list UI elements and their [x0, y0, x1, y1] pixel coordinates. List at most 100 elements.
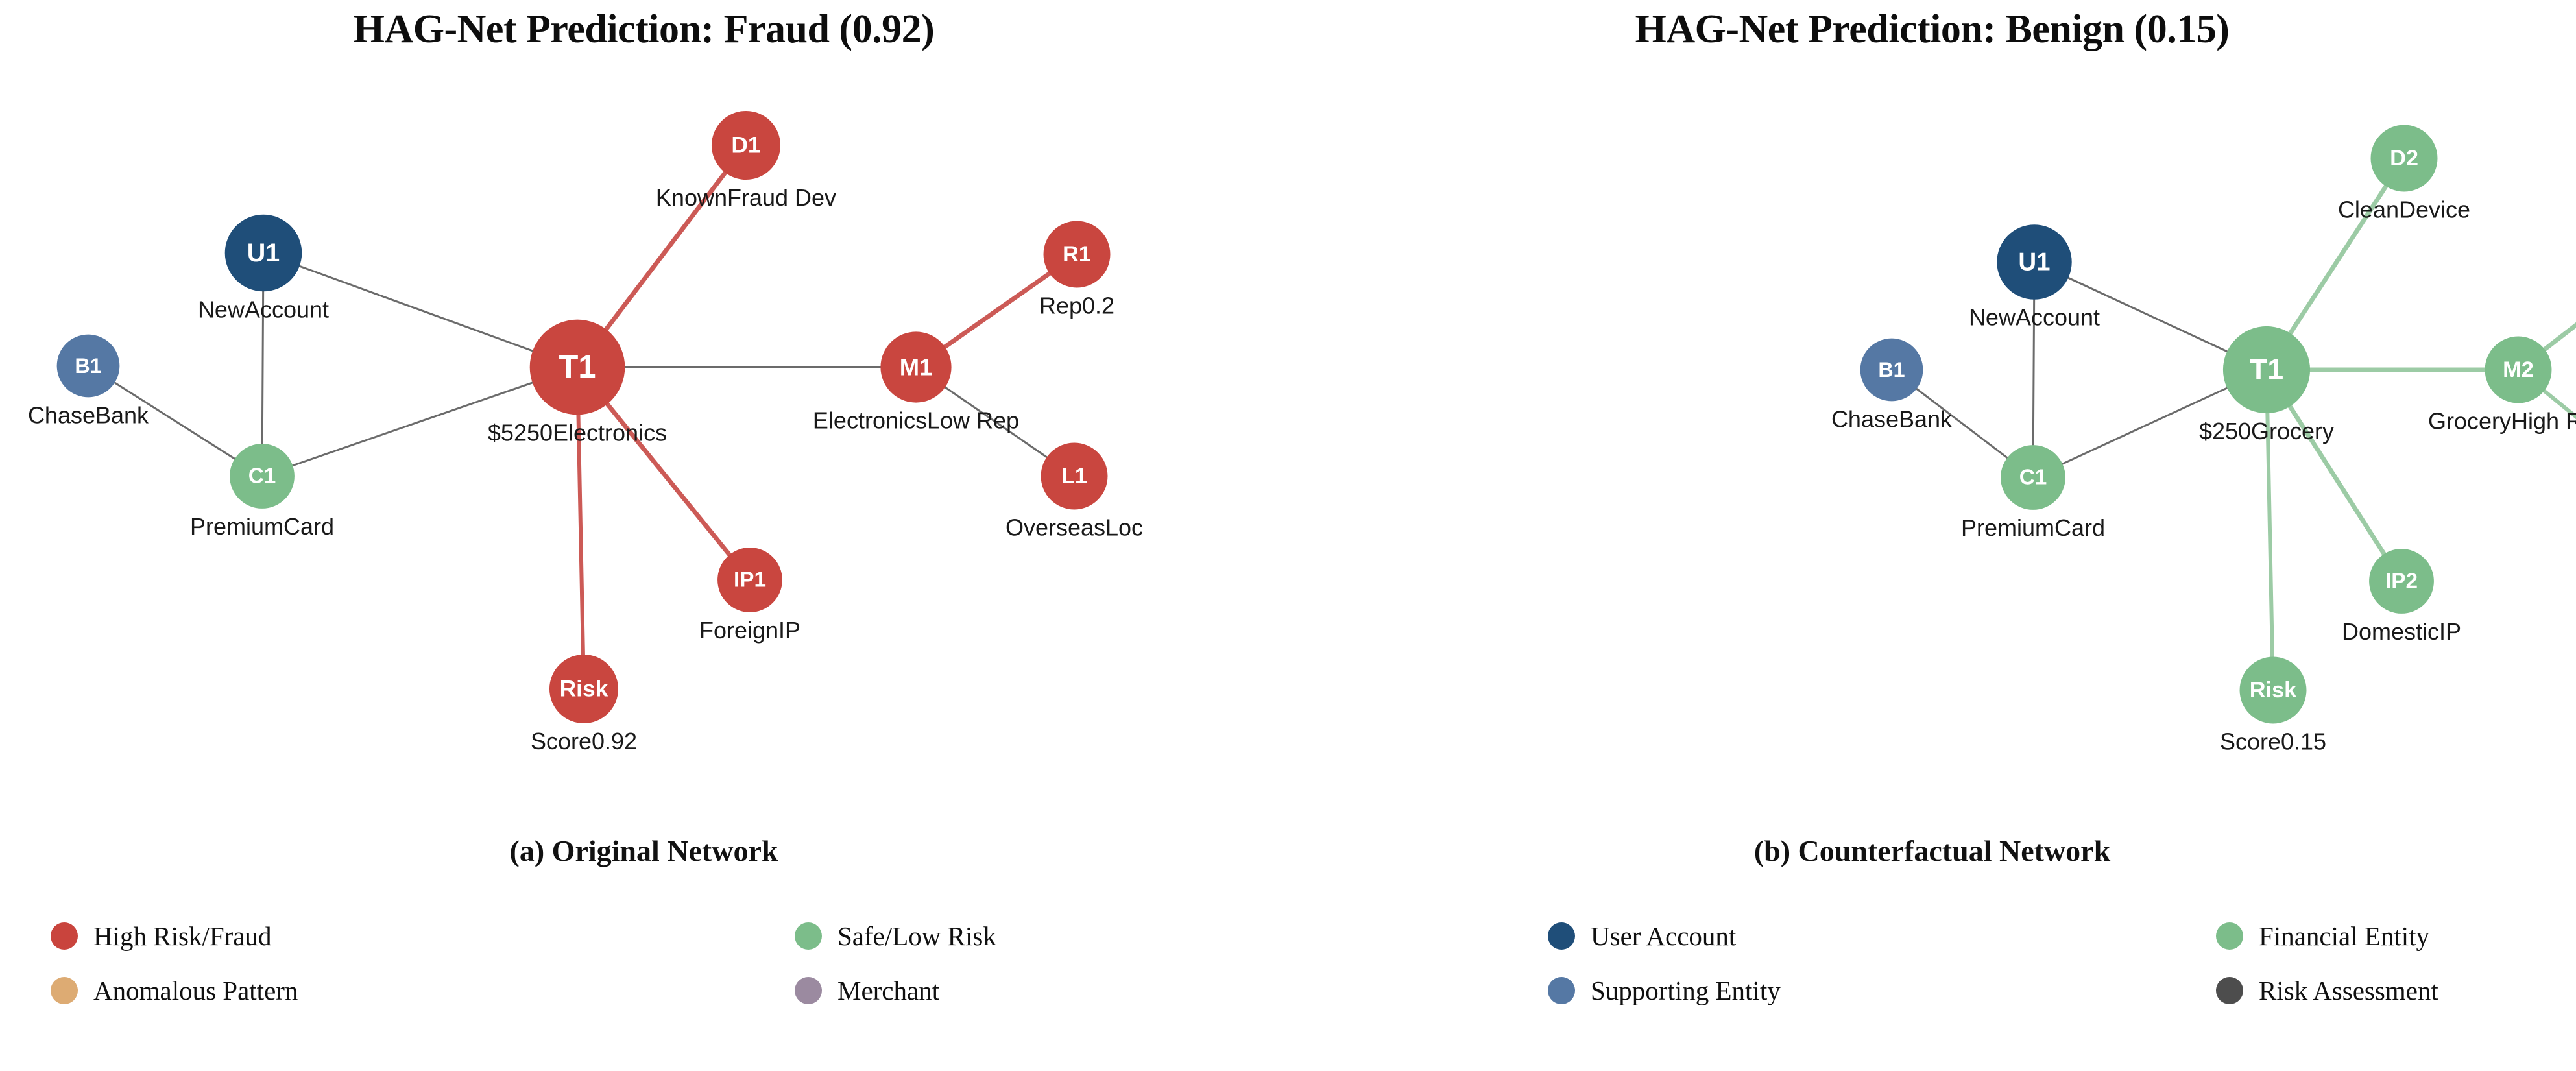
node-caption: GroceryHigh Rep [2428, 407, 2576, 434]
node-caption: Score0.92 [531, 728, 637, 754]
node-circle[interactable] [2370, 125, 2438, 192]
legend-swatch-icon [795, 922, 822, 950]
legend-label: High Risk/Fraud [93, 921, 272, 951]
legend-swatch-icon [2216, 977, 2243, 1004]
legend-item: Financial Entity [2216, 921, 2438, 951]
graph-node-T1[interactable]: T1 $250Grocery [2199, 326, 2334, 444]
node-circle[interactable] [880, 331, 952, 403]
legend-item: Merchant [795, 976, 996, 1005]
node-caption: ElectronicsLow Rep [813, 407, 1019, 434]
legend-label: Merchant [837, 976, 940, 1005]
node-id-label: B1 [75, 354, 101, 378]
node-caption: DomesticIP [2342, 618, 2461, 645]
node-circle[interactable] [549, 654, 619, 724]
legend-swatch-icon [1548, 977, 1575, 1004]
legend-label: Safe/Low Risk [837, 921, 996, 951]
node-caption: ChaseBank [28, 402, 149, 428]
node-circle[interactable] [224, 214, 302, 292]
node-id-label: C1 [2019, 466, 2047, 490]
graph-edge-U1-T1 [262, 252, 579, 368]
node-id-label: M1 [900, 354, 933, 381]
graph-node-T1[interactable]: T1 $5250Electronics [488, 319, 667, 446]
node-id-label: U1 [2018, 248, 2050, 276]
node-circle[interactable] [2222, 326, 2311, 414]
node-id-label: IP2 [2385, 570, 2418, 594]
node-caption: PremiumCard [1961, 514, 2105, 541]
node-id-label: L1 [1061, 464, 1087, 488]
network-graph-counterfactual: D2CleanDeviceU1NewAccountR2Rep0.9B1Chase… [1831, 125, 2576, 755]
node-caption: $250Grocery [2199, 418, 2334, 444]
legend-swatch-icon [2216, 922, 2243, 950]
node-id-label: M2 [2503, 357, 2534, 382]
legend-item: High Risk/Fraud [51, 921, 298, 951]
node-circle[interactable] [2369, 549, 2434, 614]
legend-swatch-icon [795, 977, 822, 1004]
node-circle[interactable] [717, 548, 782, 612]
node-id-label: T1 [2250, 354, 2283, 386]
node-circle[interactable] [1041, 442, 1108, 510]
graph-edge-B1-C1 [87, 365, 263, 477]
subcaption-original: (a) Original Network [509, 834, 778, 867]
legend-swatch-icon [1548, 922, 1575, 950]
node-circle[interactable] [230, 444, 295, 509]
node-circle[interactable] [56, 334, 120, 398]
node-id-label: IP1 [734, 568, 766, 592]
legend-item: Supporting Entity [1548, 976, 1781, 1005]
node-circle[interactable] [1997, 224, 2072, 300]
panel-title-original: HAG-Net Prediction: Fraud (0.92) [353, 7, 935, 51]
legend-item: Safe/Low Risk [795, 921, 996, 951]
legend-label: Risk Assessment [2259, 976, 2438, 1005]
legend-item: Risk Assessment [2216, 976, 2438, 1005]
node-circle[interactable] [711, 110, 781, 180]
node-id-label: D1 [731, 133, 760, 158]
node-circle[interactable] [2485, 336, 2552, 403]
graph-edge-C1-T1 [261, 366, 579, 477]
node-id-label: T1 [559, 350, 596, 385]
node-caption: $5250Electronics [488, 419, 667, 446]
legend-label: Financial Entity [2259, 921, 2430, 951]
panel-title-counterfactual: HAG-Net Prediction: Benign (0.15) [1635, 7, 2230, 51]
node-id-label: B1 [1878, 358, 1905, 381]
node-id-label: R1 [1063, 242, 1091, 267]
node-circle[interactable] [529, 319, 625, 415]
node-circle[interactable] [1860, 338, 1923, 402]
node-caption: KnownFraud Dev [656, 184, 836, 211]
node-circle[interactable] [1043, 221, 1111, 288]
node-caption: Score0.15 [2220, 728, 2326, 754]
legend-label: Supporting Entity [1591, 976, 1781, 1005]
node-circle[interactable] [2239, 656, 2307, 724]
graph-edge-T1-Risk [2265, 368, 2275, 692]
legend-label: Anomalous Pattern [93, 976, 298, 1005]
node-id-label: Risk [2250, 678, 2297, 703]
node-caption: PremiumCard [190, 513, 334, 540]
node-caption: NewAccount [1969, 304, 2100, 331]
graph-edge-T1-Risk [575, 365, 586, 691]
node-layer: D2CleanDeviceU1NewAccountR2Rep0.9B1Chase… [1831, 125, 2576, 755]
node-circle[interactable] [2001, 445, 2065, 510]
node-id-label: Risk [560, 677, 608, 702]
subcaption-counterfactual: (b) Counterfactual Network [1753, 834, 2111, 867]
